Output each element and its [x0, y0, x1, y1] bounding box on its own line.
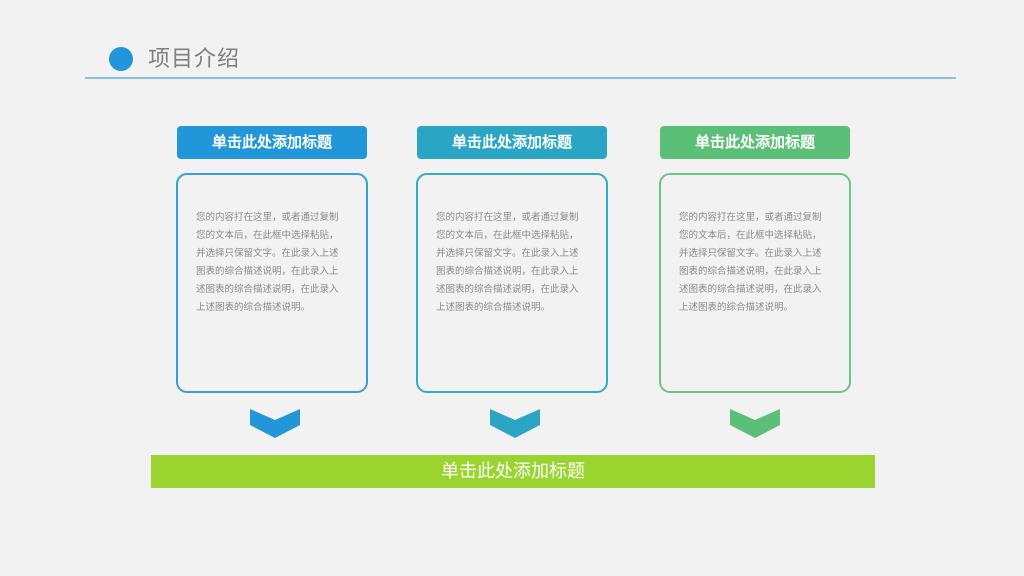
column-3-title[interactable]: 单击此处添加标题: [660, 126, 850, 159]
column-1-box[interactable]: 您的内容打在这里，或者通过复制您的文本后，在此框中选择粘贴，并选择只保留文字。在…: [176, 173, 368, 393]
chevron-down-icon: [490, 409, 540, 438]
column-2-box[interactable]: 您的内容打在这里，或者通过复制您的文本后，在此框中选择粘贴，并选择只保留文字。在…: [416, 173, 608, 393]
chevron-down-icon: [250, 409, 300, 438]
column-3-box[interactable]: 您的内容打在这里，或者通过复制您的文本后，在此框中选择粘贴，并选择只保留文字。在…: [659, 173, 851, 393]
page-title[interactable]: 项目介绍: [148, 47, 241, 72]
summary-title-bar[interactable]: 单击此处添加标题: [151, 455, 875, 488]
title-divider: [85, 77, 956, 79]
column-3-body[interactable]: 您的内容打在这里，或者通过复制您的文本后，在此框中选择粘贴，并选择只保留文字。在…: [679, 212, 822, 313]
column-1-title[interactable]: 单击此处添加标题: [177, 126, 367, 159]
column-1-body[interactable]: 您的内容打在这里，或者通过复制您的文本后，在此框中选择粘贴，并选择只保留文字。在…: [196, 212, 339, 313]
title-bullet-icon: [109, 47, 133, 71]
chevron-down-icon: [730, 409, 780, 438]
column-2-title[interactable]: 单击此处添加标题: [417, 126, 607, 159]
column-2-body[interactable]: 您的内容打在这里，或者通过复制您的文本后，在此框中选择粘贴，并选择只保留文字。在…: [436, 212, 579, 313]
